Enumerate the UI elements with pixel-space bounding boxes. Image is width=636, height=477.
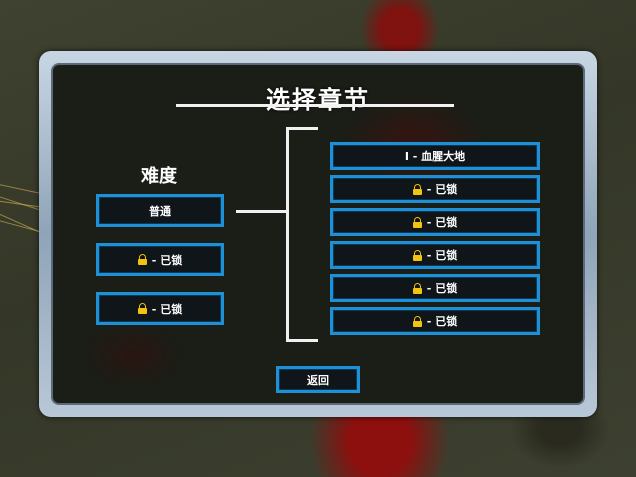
chapter-label: - 已锁 xyxy=(426,282,458,295)
chapter-locked-button[interactable]: - 已锁 xyxy=(330,307,540,335)
chapter-label: - 已锁 xyxy=(426,249,458,262)
lock-icon xyxy=(412,315,422,327)
difficulty-option-label: 普通 xyxy=(149,204,171,218)
lock-icon xyxy=(137,303,147,314)
chapter-locked-button[interactable]: - 已锁 xyxy=(330,241,540,269)
lock-icon xyxy=(412,183,422,195)
connector-line xyxy=(286,127,318,130)
connector-line xyxy=(236,210,288,213)
chapter-label: - 已锁 xyxy=(426,315,458,328)
difficulty-locked-button[interactable]: - 已锁 xyxy=(96,243,224,276)
difficulty-normal-button[interactable]: 普通 xyxy=(96,194,224,227)
difficulty-option-label: - 已锁 xyxy=(151,302,183,316)
difficulty-option-label: - 已锁 xyxy=(151,253,183,267)
chapter-locked-button[interactable]: - 已锁 xyxy=(330,274,540,302)
lock-icon xyxy=(137,254,147,265)
chapter-label: - 已锁 xyxy=(426,183,458,196)
back-button[interactable]: 返回 xyxy=(276,366,360,393)
chapter-locked-button[interactable]: - 已锁 xyxy=(330,175,540,203)
lock-icon xyxy=(412,216,422,228)
lock-icon xyxy=(412,282,422,294)
connector-bracket xyxy=(286,127,289,341)
difficulty-label: 难度 xyxy=(141,166,177,187)
chapter-label: - 已锁 xyxy=(426,216,458,229)
difficulty-locked-button[interactable]: - 已锁 xyxy=(96,292,224,325)
connector-line xyxy=(286,339,318,342)
chapter-1-button[interactable]: I - 血腥大地 xyxy=(330,142,540,170)
chapter-locked-button[interactable]: - 已锁 xyxy=(330,208,540,236)
title-underline xyxy=(176,104,454,107)
chapter-label: I - 血腥大地 xyxy=(404,150,466,163)
back-button-label: 返回 xyxy=(307,373,329,387)
lock-icon xyxy=(412,249,422,261)
page-title: 选择章节 xyxy=(266,86,370,114)
